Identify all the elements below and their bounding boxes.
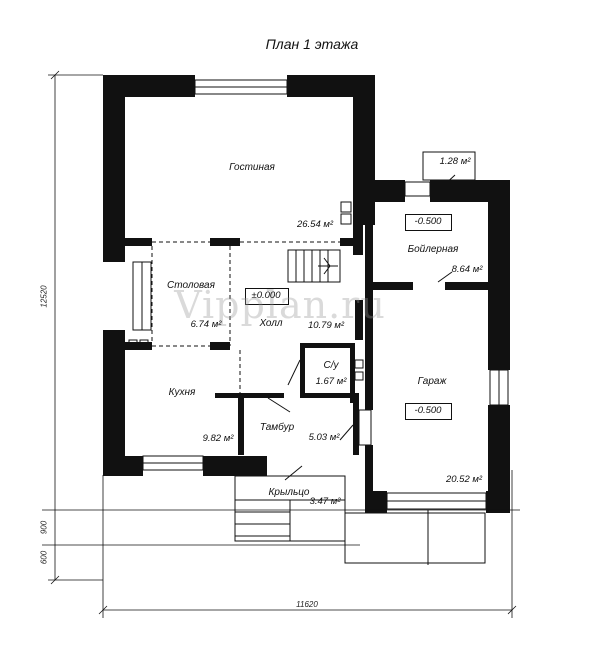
room-area-kitchen: 9.82 м² xyxy=(202,433,234,444)
room-name-dining: Столовая xyxy=(167,280,215,291)
plan-title: План 1 этажа xyxy=(265,36,359,52)
room-area-toilet: 1.67 м² xyxy=(315,376,347,387)
annex-box xyxy=(422,151,476,181)
level-boiler: -0.500 xyxy=(414,216,442,227)
room-name-porch: Крыльцо xyxy=(268,487,310,498)
doors xyxy=(267,174,456,565)
room-area-garage: 20.52 м² xyxy=(445,474,483,485)
level-garage: -0.500 xyxy=(414,405,442,416)
interior-walls xyxy=(125,225,488,455)
room-name-garage: Гараж xyxy=(417,376,447,387)
room-area-hall: 10.79 м² xyxy=(307,320,345,331)
room-area-boiler: 8.64 м² xyxy=(451,264,483,275)
room-name-hall: Холл xyxy=(259,318,283,329)
exterior-walls xyxy=(103,75,510,513)
room-name-toilet: С/у xyxy=(323,360,339,371)
room-name-living: Гостиная xyxy=(229,162,275,173)
room-area-vestibule: 5.03 м² xyxy=(308,432,340,443)
level-main: ±0.000 xyxy=(251,290,281,301)
fixtures xyxy=(128,201,364,381)
room-name-boiler: Бойлерная xyxy=(407,244,459,255)
level-box-main xyxy=(245,288,289,305)
room-area-annex: 1.28 м² xyxy=(439,156,471,167)
zone-lines xyxy=(151,241,340,393)
level-box-garage xyxy=(405,403,452,420)
room-area-living: 26.54 м² xyxy=(296,219,334,230)
room-area-porch: 3.47 м² xyxy=(309,496,341,507)
room-name-kitchen: Кухня xyxy=(168,387,196,398)
dimension-step-1: 900 xyxy=(39,520,49,535)
room-area-dining: 6.74 м² xyxy=(190,319,222,330)
stairs xyxy=(287,249,341,283)
watermark: Vipplan.ru xyxy=(174,283,386,327)
room-name-vestibule: Тамбур xyxy=(259,422,295,433)
dimension-lines xyxy=(42,70,520,618)
dimension-total-width: 11620 xyxy=(296,600,318,609)
dimension-step-2: 600 xyxy=(39,550,49,565)
porch xyxy=(234,475,486,564)
level-box-boiler xyxy=(405,214,452,231)
windows xyxy=(132,79,509,510)
dimension-total-height: 12520 xyxy=(39,285,49,308)
